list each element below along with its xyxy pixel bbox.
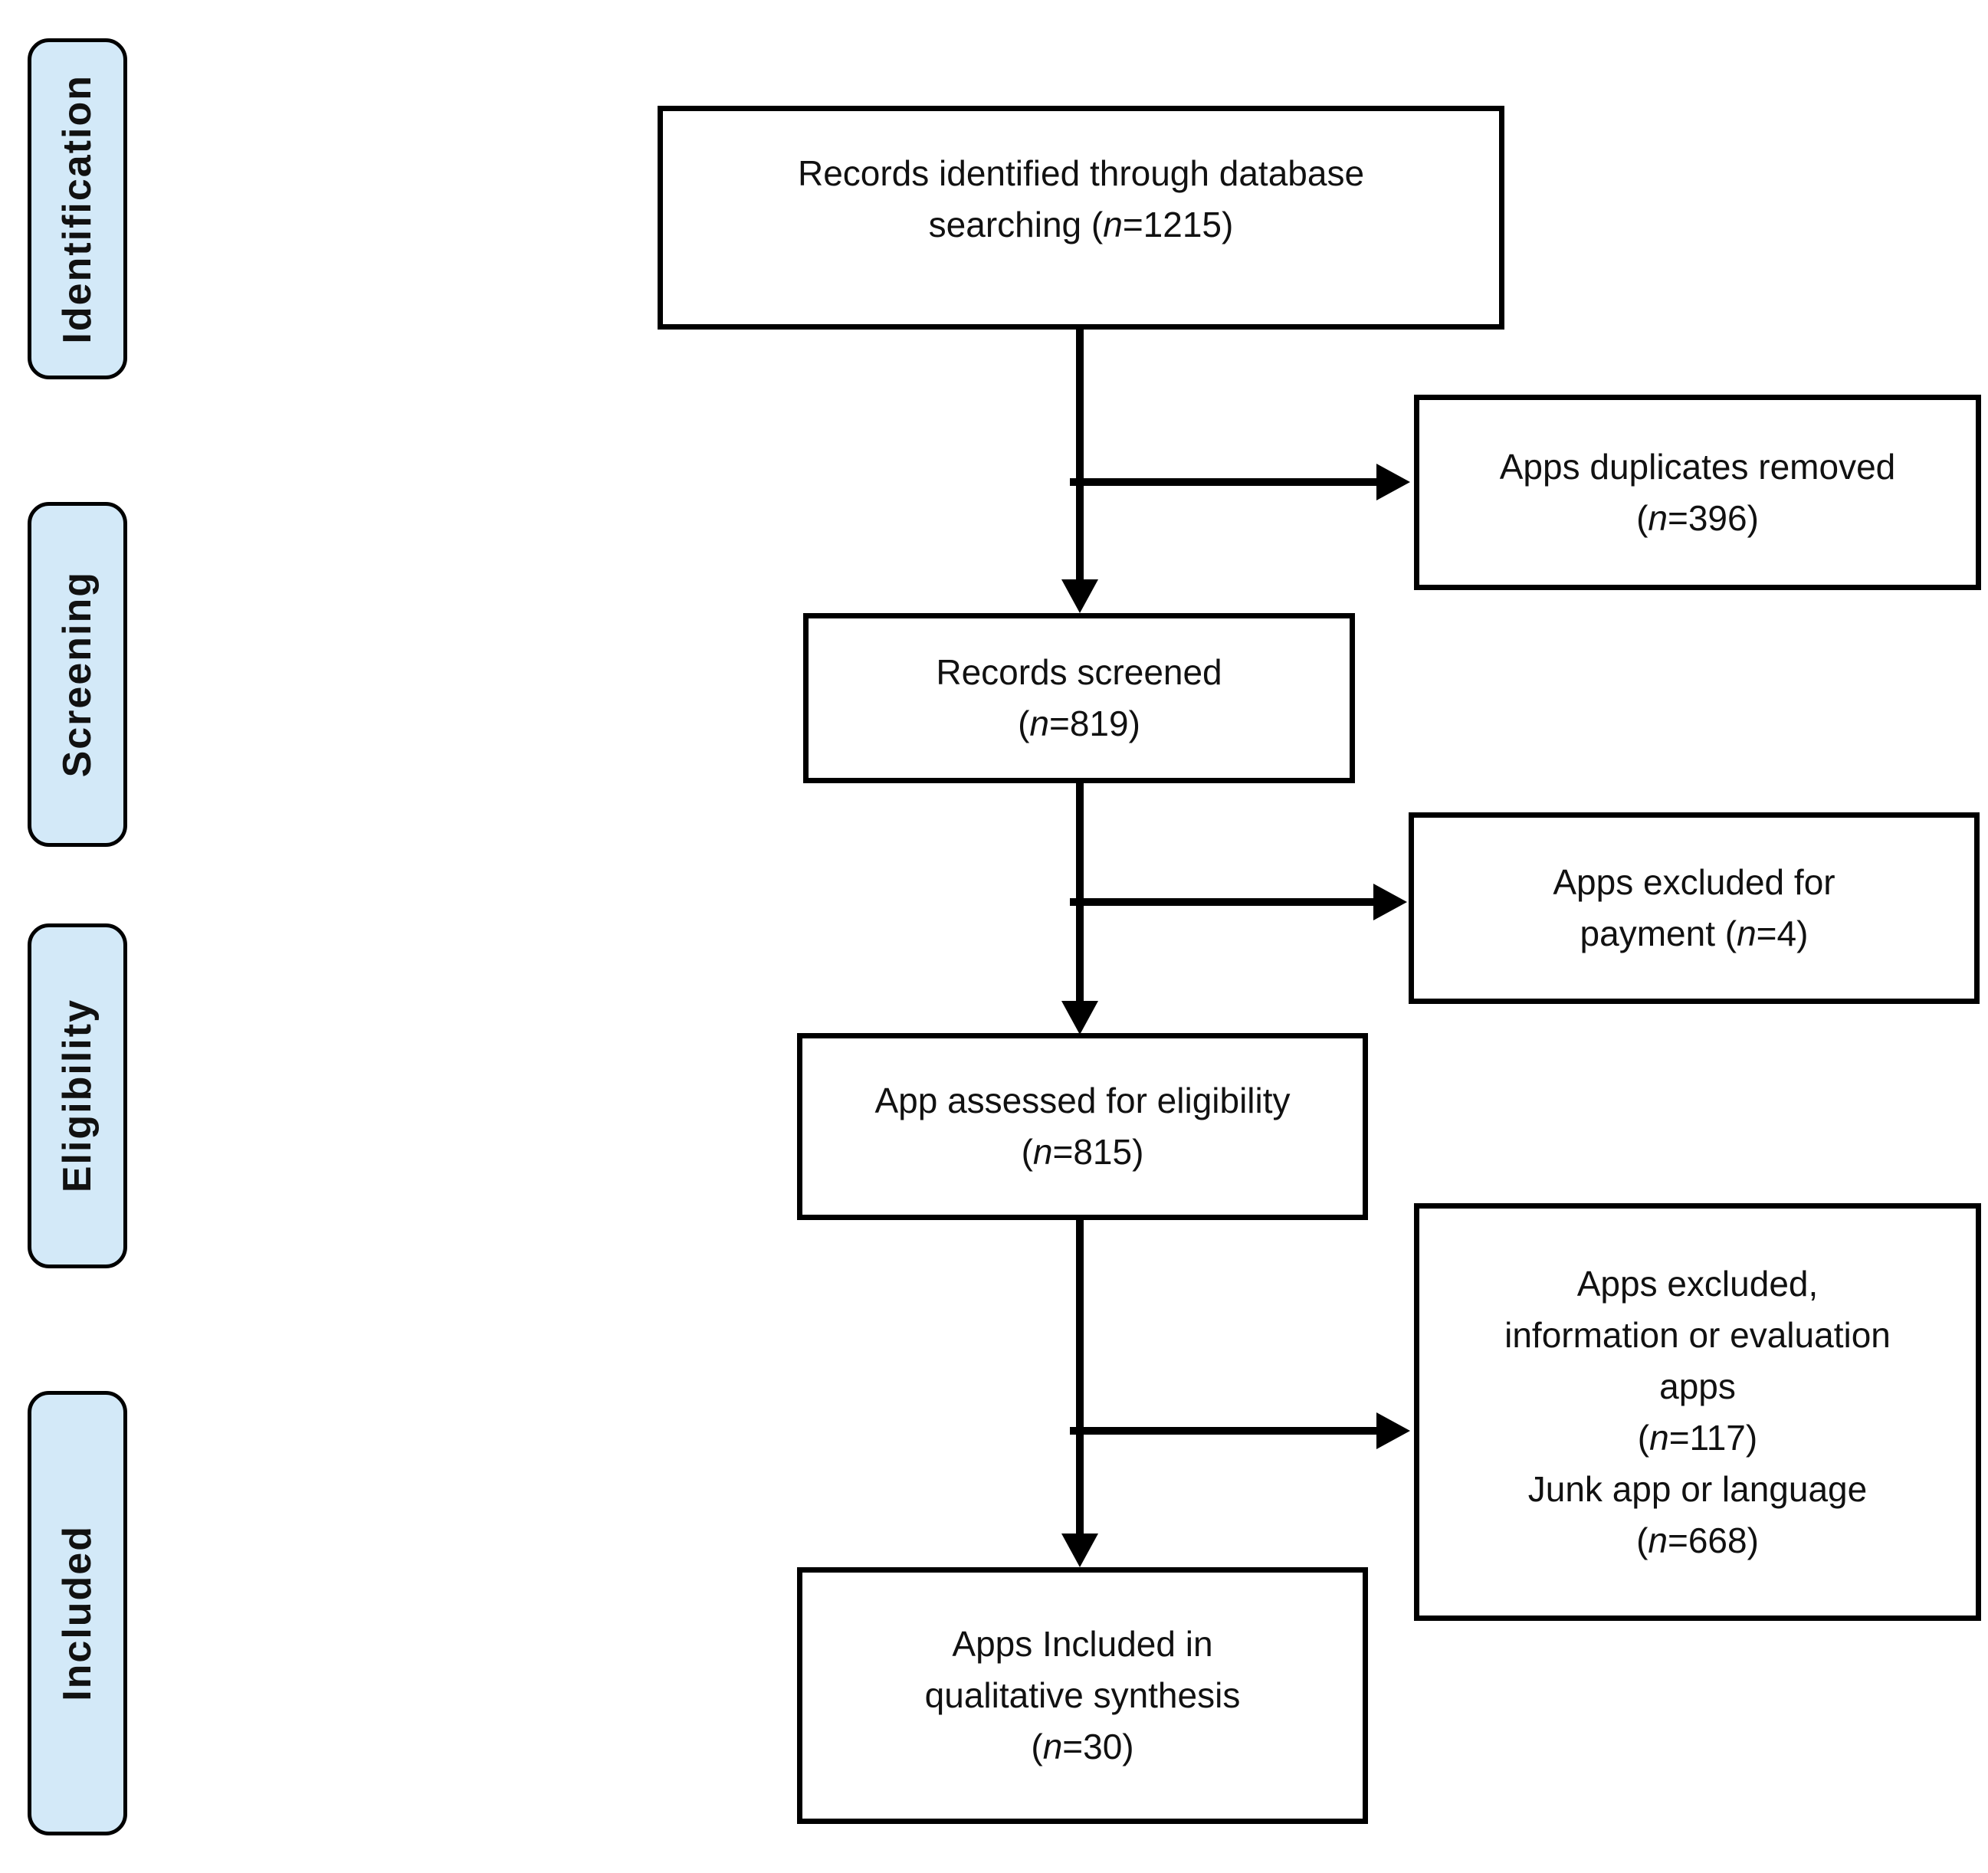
arrow-line-to-excluded-information-junk [1070, 1427, 1378, 1435]
box-text-line: Apps Included in [952, 1624, 1213, 1664]
box-app-assessed-eligibility: App assessed for eligibility (n=815) [797, 1033, 1368, 1220]
arrowhead-down-to-included [1061, 1533, 1098, 1567]
box-text-line: (n=30) [1031, 1727, 1134, 1766]
box-text-line: Records screened [936, 652, 1222, 692]
box-text-line: Records identified through database [797, 153, 1365, 193]
stage-label-eligibility: Eligibility [28, 923, 127, 1268]
box-text-line: (n=668) [1636, 1520, 1759, 1560]
box-text-line: Apps excluded for [1553, 862, 1835, 902]
box-text-line: apps [1659, 1366, 1736, 1406]
arrowhead-down-to-assessed [1061, 1001, 1098, 1035]
box-text-line: App assessed for eligibility [874, 1081, 1291, 1120]
arrowhead-down-to-screened [1061, 579, 1098, 613]
box-excluded-information-junk: Apps excluded, information or evaluation… [1414, 1203, 1981, 1621]
arrow-line-identified-to-screened [1076, 328, 1084, 581]
box-text-line: information or evaluation [1504, 1314, 1891, 1355]
arrow-line-assessed-to-included [1076, 1219, 1084, 1535]
arrowhead-right-to-duplicates-removed [1376, 464, 1410, 500]
arrowhead-right-to-excluded-payment [1373, 884, 1407, 920]
stage-label-text: Identification [55, 74, 100, 344]
stage-label-text: Eligibility [55, 999, 100, 1193]
arrowhead-right-to-excluded-information-junk [1376, 1412, 1410, 1449]
box-text-line: Junk app or language [1527, 1468, 1868, 1509]
box-text-line: qualitative synthesis [924, 1675, 1241, 1715]
box-text-line: (n=819) [1018, 704, 1140, 743]
box-apps-included-synthesis: Apps Included in qualitative synthesis (… [797, 1567, 1368, 1824]
stage-label-text: Screening [55, 571, 100, 778]
box-text-line: searching (n=1215) [928, 205, 1234, 244]
arrow-line-screened-to-assessed [1076, 782, 1084, 1002]
box-duplicates-removed: Apps duplicates removed (n=396) [1414, 395, 1981, 590]
stage-label-identification: Identification [28, 38, 127, 379]
box-text-line: payment (n=4) [1580, 914, 1809, 953]
box-text-line: Apps excluded, [1576, 1263, 1819, 1304]
stage-label-included: Included [28, 1391, 127, 1835]
box-text-line: (n=117) [1637, 1417, 1758, 1458]
box-text-line: Apps duplicates removed [1499, 446, 1896, 487]
box-records-identified: Records identified through database sear… [658, 106, 1504, 330]
stage-label-text: Included [55, 1525, 100, 1701]
box-text-line: (n=396) [1636, 497, 1759, 538]
box-records-screened: Records screened (n=819) [803, 613, 1355, 783]
arrow-line-to-duplicates-removed [1070, 478, 1378, 486]
arrow-line-to-excluded-payment [1070, 898, 1375, 906]
stage-label-screening: Screening [28, 502, 127, 847]
box-text-line: (n=815) [1021, 1132, 1144, 1172]
box-excluded-payment: Apps excluded for payment (n=4) [1409, 812, 1980, 1004]
